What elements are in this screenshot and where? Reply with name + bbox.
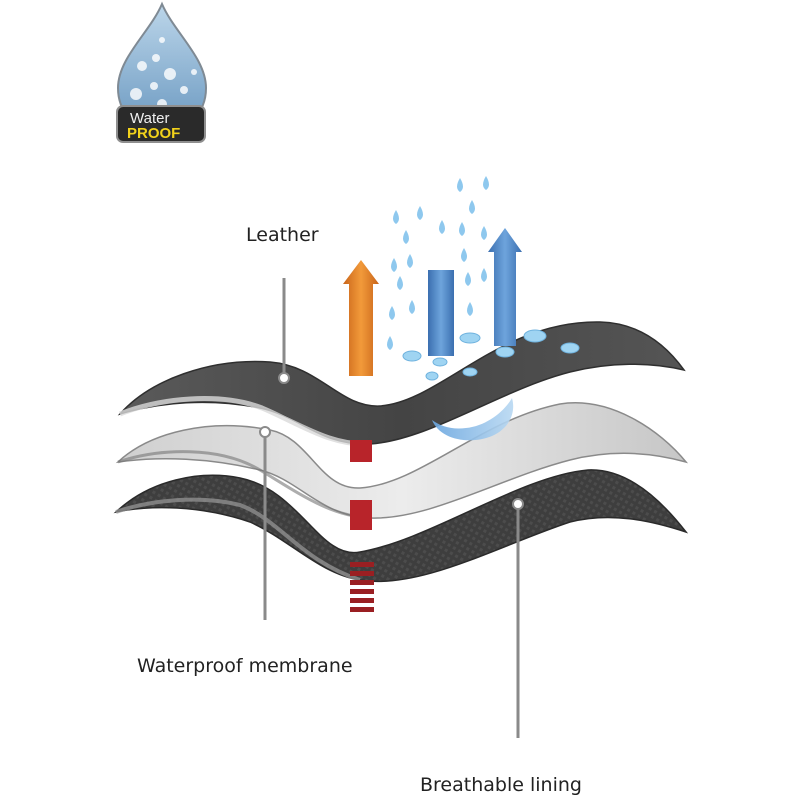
water-drop-icon (469, 200, 475, 214)
water-beads (402, 329, 580, 381)
water-drop-icon (397, 276, 403, 290)
vapour-arrow-icon (488, 228, 522, 346)
callout-membrane (259, 426, 271, 620)
water-drop-icon (461, 248, 467, 262)
water-drop-icon (407, 254, 413, 268)
vapour-loop (432, 398, 514, 441)
water-drop-icon (481, 226, 487, 240)
water-drop-icon (459, 222, 465, 236)
badge-line2: PROOF (127, 125, 180, 142)
callout-lining (512, 498, 524, 738)
water-drop-icon (457, 178, 463, 192)
breathable-lining-label: Breathable lining (420, 774, 582, 796)
leather-label: Leather (246, 224, 319, 246)
rain-drops (387, 176, 489, 350)
water-drop-icon (417, 206, 423, 220)
heat-stripes (350, 562, 374, 612)
callout-leather (278, 278, 290, 384)
water-drop-icon (403, 230, 409, 244)
lining-layer (113, 469, 689, 583)
water-drop-icon (483, 176, 489, 190)
water-drop-icon (393, 210, 399, 224)
leather-layer (117, 321, 686, 447)
water-drop-icon (467, 302, 473, 316)
water-drop-icon (439, 220, 445, 234)
water-drop-icon (391, 258, 397, 272)
water-drop-icon (409, 300, 415, 314)
waterproof-badge: Water PROOF (116, 1, 208, 143)
water-drop-icon (481, 268, 487, 282)
water-drop-icon (387, 336, 393, 350)
waterproof-membrane-label: Waterproof membrane (137, 655, 353, 677)
water-drop-icon (465, 272, 471, 286)
vapour-arrow-icon (428, 270, 454, 356)
heat-arrow-icon (343, 260, 379, 612)
water-drop-icon (389, 306, 395, 320)
badge-line1: Water (130, 110, 169, 127)
